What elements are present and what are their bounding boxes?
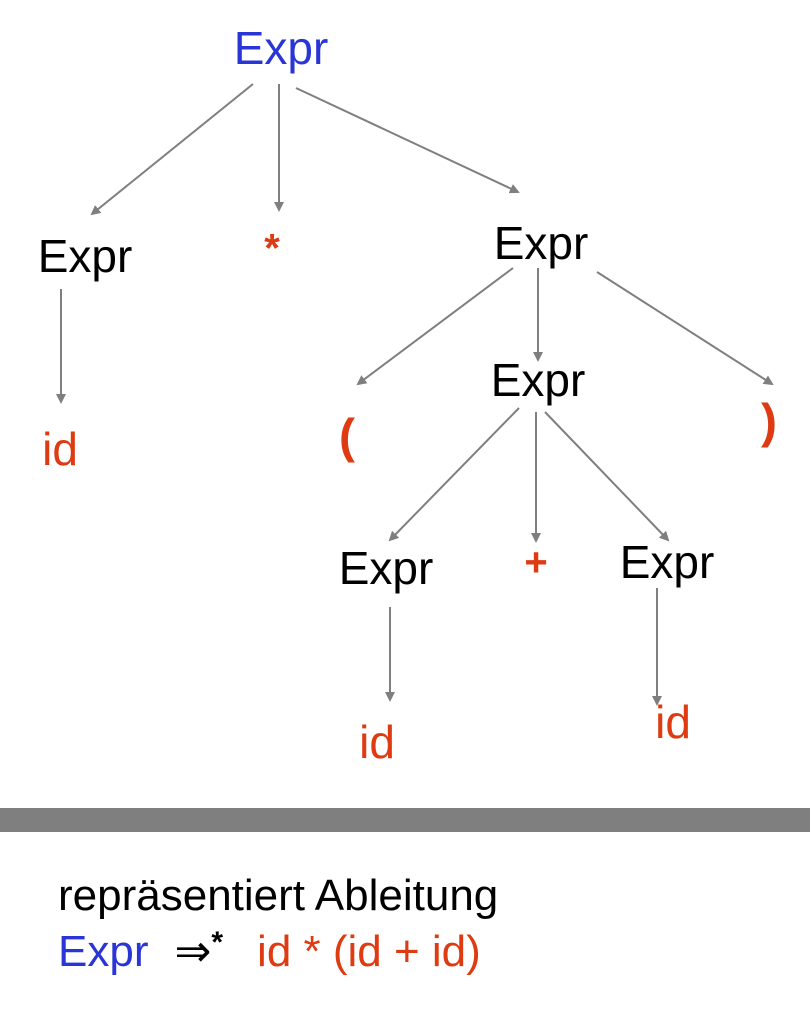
edge-expr-inner-to-expr-a	[388, 407, 520, 542]
node-id-2: id	[359, 716, 395, 768]
derives-arrow-icon: ⇒	[174, 927, 212, 976]
node-id-1: id	[42, 423, 78, 475]
node-expr-a: Expr	[339, 542, 434, 594]
edge-root-to-expr-left	[90, 83, 254, 216]
edges	[56, 83, 774, 706]
node-expr-b: Expr	[620, 536, 715, 588]
edge-expr-inner-to-expr-b	[544, 411, 670, 542]
node-lparen: (	[339, 411, 355, 464]
edge-root-to-expr-right	[295, 87, 520, 194]
caption-nonterminal: Expr	[58, 927, 149, 976]
caption: repräsentiert Ableitung Expr ⇒* id * (id +…	[58, 868, 498, 985]
caption-derived-string: id * (id + id)	[257, 927, 481, 976]
divider-bar	[0, 808, 810, 832]
derives-star: *	[211, 926, 224, 959]
edge-expr-right-to-rparen	[596, 271, 774, 386]
edge-expr-right-to-lparen	[356, 267, 514, 386]
node-root: Expr	[234, 22, 329, 74]
node-expr-left: Expr	[38, 230, 133, 282]
node-rparen: )	[761, 396, 777, 449]
node-id-3: id	[655, 696, 691, 748]
caption-line-2: Expr ⇒* id * (id + id)	[58, 924, 498, 985]
node-star: *	[264, 227, 280, 271]
node-plus: +	[524, 541, 547, 585]
caption-line-1: repräsentiert Ableitung	[58, 871, 499, 920]
node-expr-right: Expr	[494, 217, 589, 269]
node-expr-inner: Expr	[491, 354, 586, 406]
